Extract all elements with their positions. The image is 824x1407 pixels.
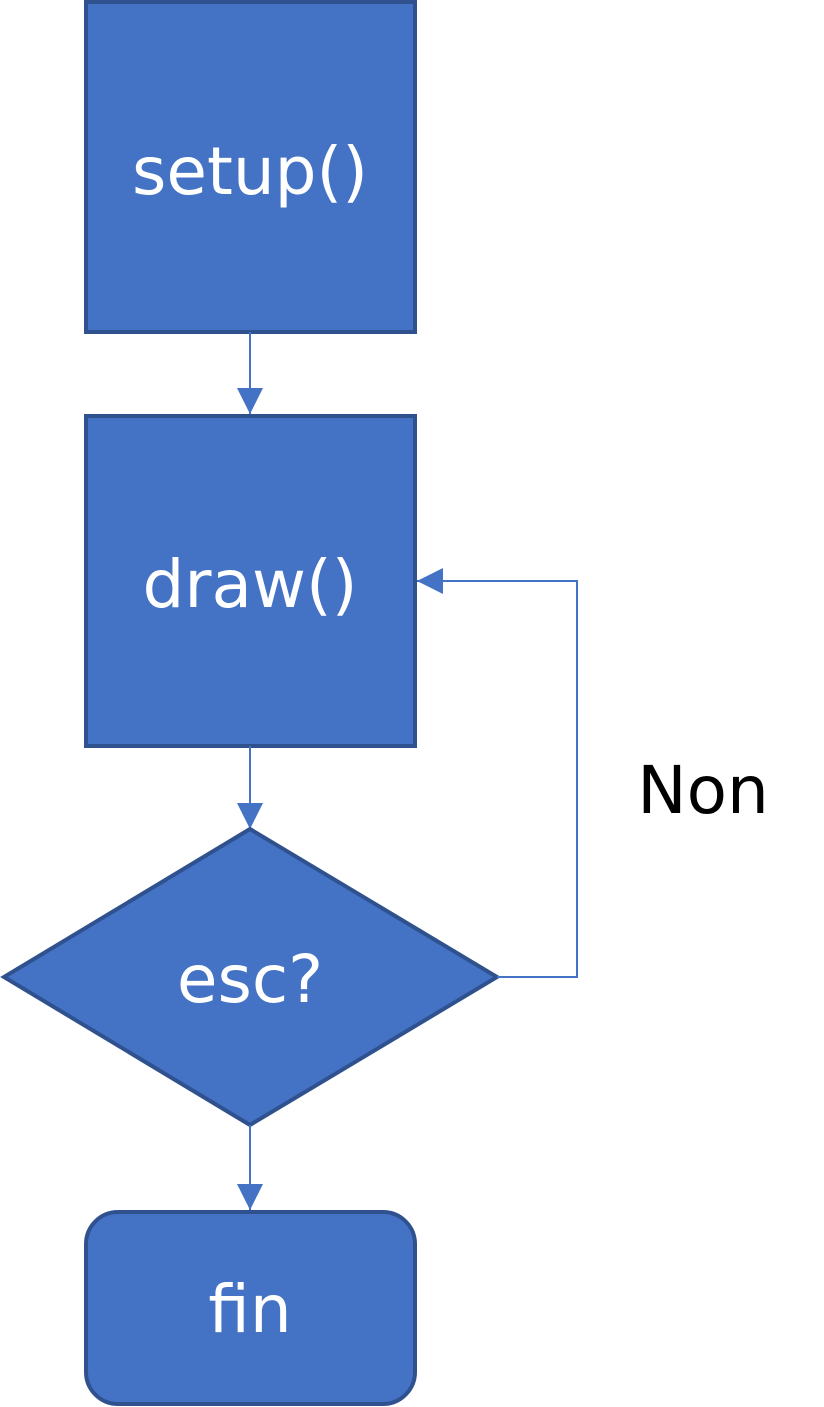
decision-node: esc? <box>0 826 501 1128</box>
setup-node: setup() <box>84 0 417 334</box>
loop-label: Non <box>637 752 769 829</box>
draw-node-label: draw() <box>143 546 358 623</box>
setup-node-label: setup() <box>132 133 368 210</box>
connector-loop-no <box>417 568 578 978</box>
end-node-label: fin <box>208 1271 291 1348</box>
draw-node: draw() <box>84 414 417 748</box>
decision-node-label: esc? <box>177 941 323 1018</box>
end-node: fin <box>84 1210 417 1406</box>
